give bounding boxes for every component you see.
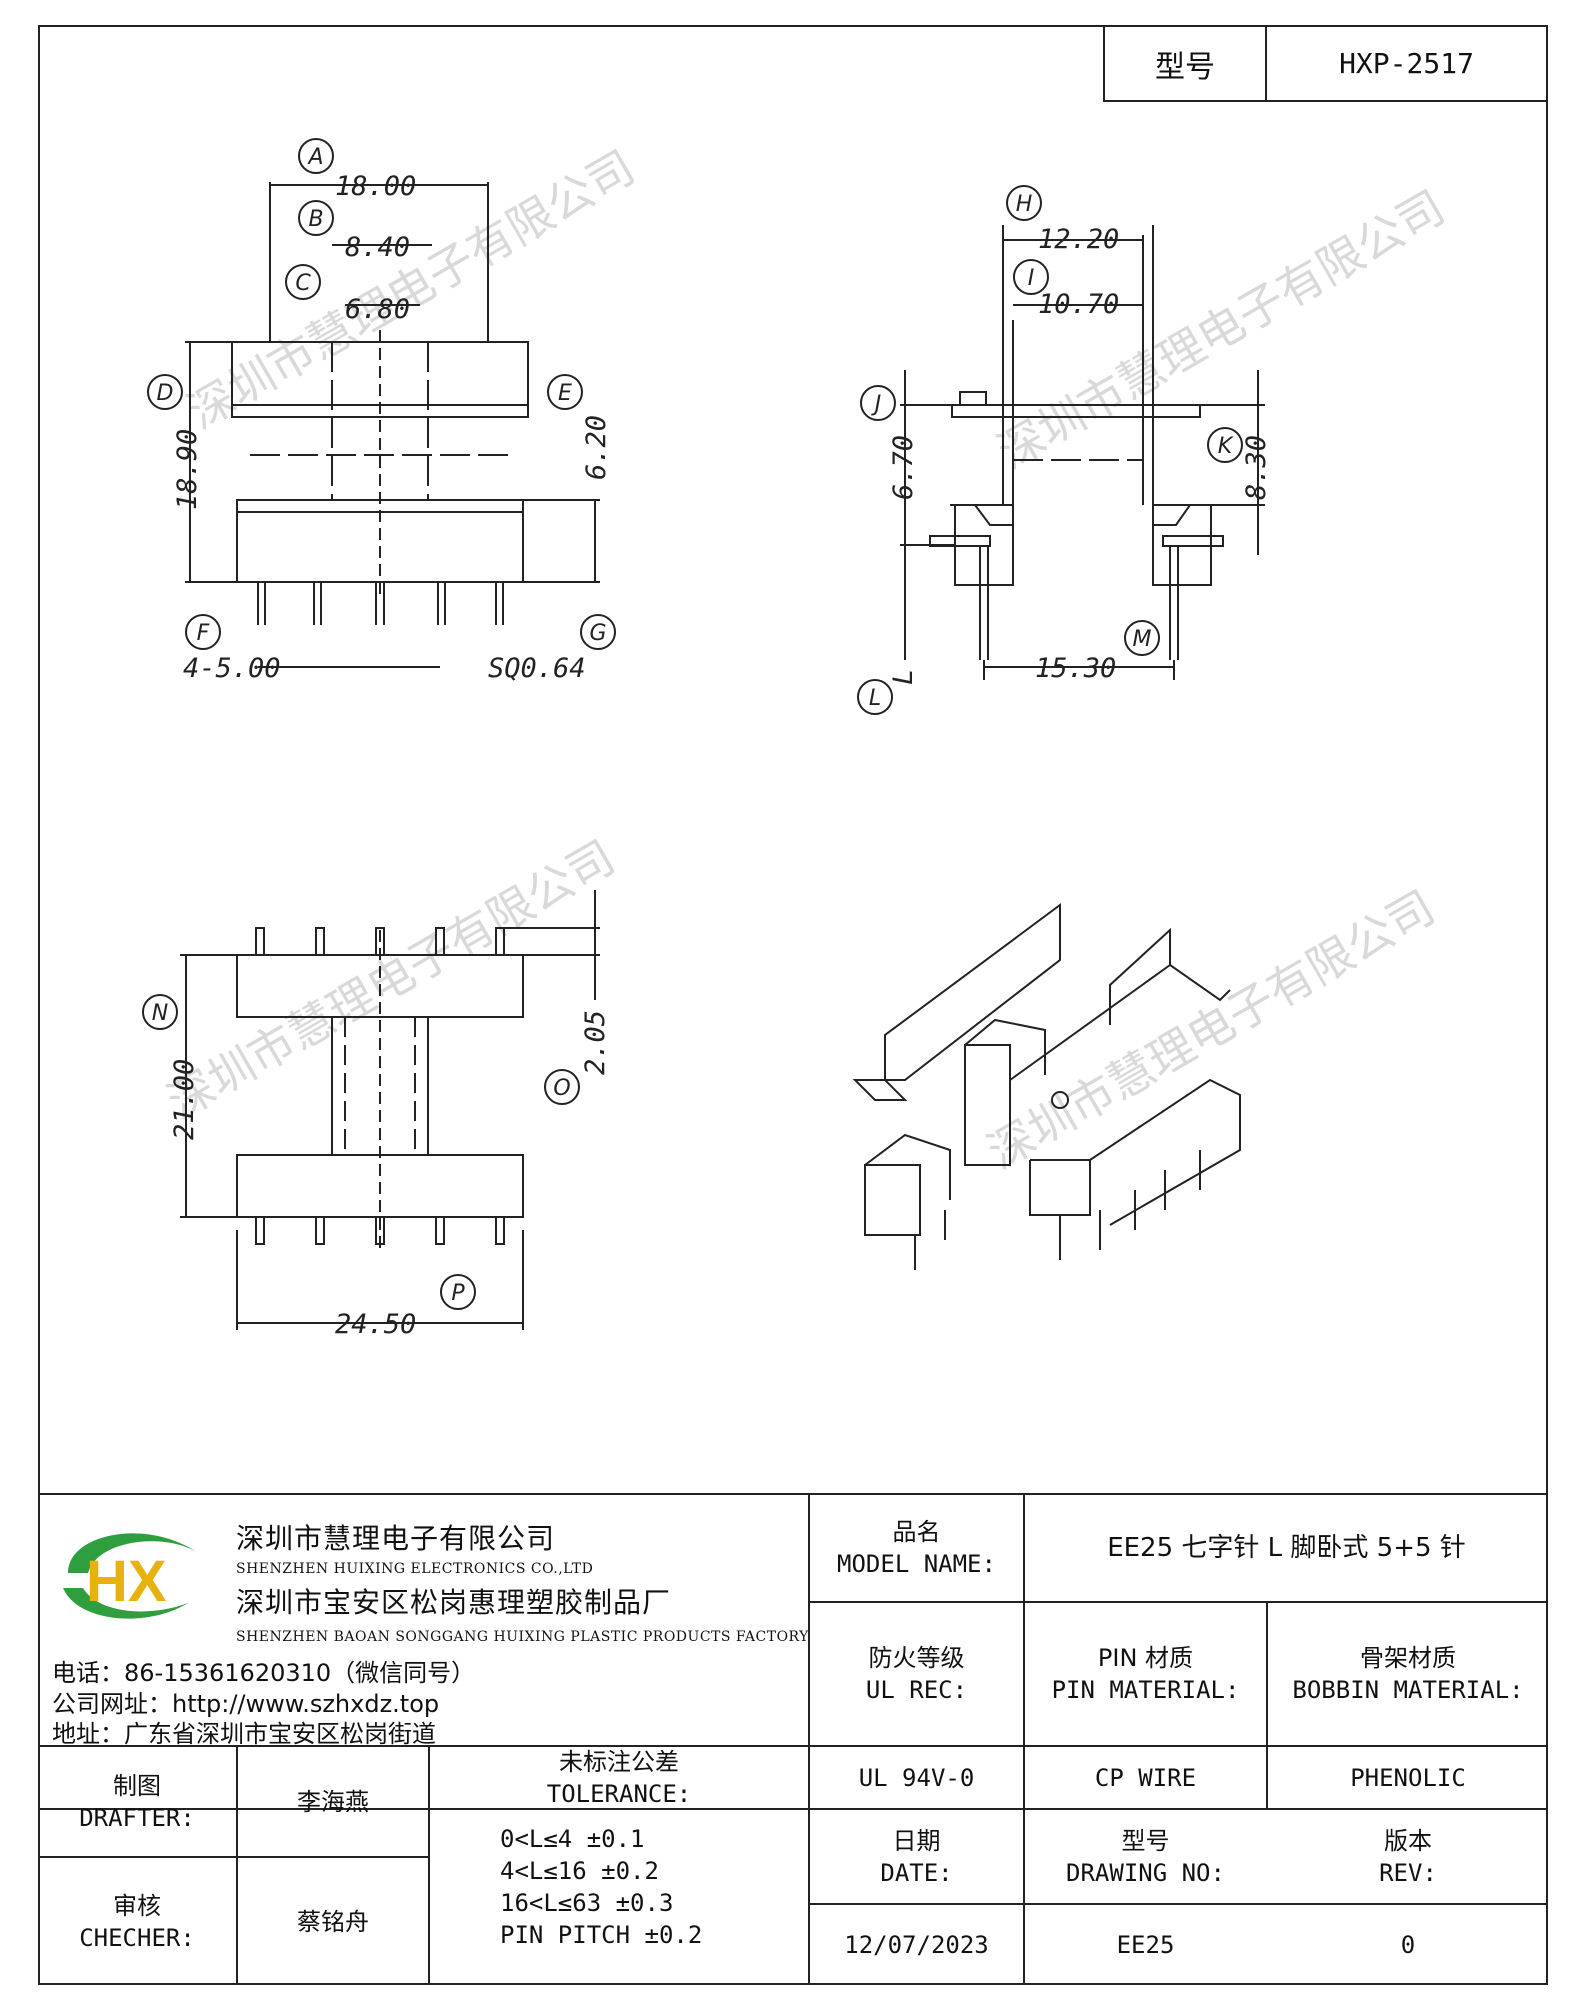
tb-vline-1: [808, 1493, 810, 1985]
company-website: 公司网址：http://www.szhxdz.top: [52, 1690, 440, 1718]
dim-l: L: [888, 669, 919, 685]
tolerance-line: 0<L≤4 ±0.1: [500, 1825, 645, 1853]
drawing-sheet-border: [38, 25, 1548, 1985]
tb-hline-5: [38, 1856, 428, 1858]
callout-letter-o: O: [553, 1076, 570, 1101]
tolerance-list: 0<L≤4 ±0.1 4<L≤16 ±0.2 16<L≤63 ±0.3 PIN …: [500, 1823, 702, 1951]
pin-material-value: CP WIRE: [1094, 1763, 1197, 1792]
dim-a: 18.00: [335, 171, 416, 202]
tolerance-line: 16<L≤63 ±0.3: [500, 1889, 674, 1917]
svg-text:HX: HX: [86, 1549, 167, 1614]
company-name-cn: 深圳市慧理电子有限公司: [236, 1522, 556, 1555]
watermark-4: 深圳市慧理电子有限公司: [979, 880, 1444, 1180]
tolerance-line: PIN PITCH ±0.2: [500, 1921, 703, 1949]
callout-letter-i: I: [1028, 266, 1035, 291]
callout-letter-k: K: [1218, 434, 1234, 459]
dim-n: 21.00: [169, 1059, 200, 1140]
dim-p: 24.50: [335, 1309, 416, 1340]
model-name-value: EE25 七字针 L 脚卧式 5+5 针: [1107, 1533, 1466, 1563]
callout-letter-a: A: [306, 145, 323, 170]
company-address: 地址：广东省深圳市宝安区松岗街道: [52, 1720, 436, 1748]
tb-vline-2: [1023, 1493, 1025, 1985]
company-logo: HX: [63, 1533, 198, 1619]
front-view: [185, 182, 600, 668]
company-phone: 电话：86-15361620310（微信同号）: [52, 1659, 476, 1687]
callout-letter-b: B: [308, 207, 323, 232]
drafter-name: 李海燕: [297, 1787, 369, 1816]
callout-circles: [142, 138, 1243, 1310]
tb-hline-2: [38, 1745, 1548, 1747]
callout-letter-d: D: [157, 381, 174, 406]
callout-letter-l: L: [869, 686, 881, 711]
top-view: [180, 890, 600, 1330]
model-value: HXP-2517: [1339, 47, 1474, 80]
checker-name: 蔡铭舟: [297, 1907, 369, 1936]
company-name-en: SHENZHEN HUIXING ELECTRONICS CO.,LTD: [236, 1561, 594, 1577]
dim-d: 18.90: [172, 429, 203, 510]
dim-k: 8.30: [1241, 435, 1272, 500]
side-view: [900, 225, 1265, 680]
callout-letter-c: C: [295, 271, 311, 296]
dim-i: 10.70: [1038, 289, 1119, 320]
callout-letter-p: P: [451, 1281, 465, 1306]
dim-j: 6.70: [888, 435, 919, 500]
factory-name-en: SHENZHEN BAOAN SONGGANG HUIXING PLASTIC …: [236, 1629, 809, 1645]
rev-value: 0: [1400, 1931, 1416, 1959]
dim-e: 6.20: [581, 415, 612, 480]
factory-name-cn: 深圳市宝安区松岗惠理塑胶制品厂: [236, 1586, 672, 1619]
title-block: HX 深圳市慧理电子有限公司 SHENZHEN HUIXING ELECTRON…: [38, 1493, 1548, 1985]
dim-c: 6.80: [345, 294, 410, 325]
isometric-view: [852, 903, 1241, 1270]
dim-o: 2.05: [580, 1010, 611, 1075]
tolerance-line: 4<L≤16 ±0.2: [500, 1857, 659, 1885]
dim-h: 12.20: [1038, 224, 1119, 255]
callout-letter-n: N: [152, 1001, 168, 1026]
callout-letter-j: J: [871, 392, 882, 417]
bobbin-material-value: PHENOLIC: [1350, 1763, 1466, 1792]
model-label: 型号: [1105, 27, 1267, 100]
callout-letter-f: F: [197, 621, 210, 646]
tb-hline-3: [38, 1808, 1548, 1810]
tb-hline-4: [808, 1903, 1548, 1905]
technical-drawing: 深圳市慧理电子有限公司 深圳市慧理电子有限公司 深圳市慧理电子有限公司 深圳市慧…: [142, 138, 1454, 1340]
callout-letter-h: H: [1016, 192, 1033, 217]
tb-vline-5: [428, 1745, 430, 1985]
dimension-labels: 18.00 8.40 6.80 18.90 6.20 4-5.00 SQ0.64…: [169, 171, 1272, 1340]
ul-rec-value: UL 94V-0: [858, 1763, 975, 1792]
callout-letter-m: M: [1133, 627, 1152, 652]
callout-letter-e: E: [558, 381, 572, 406]
date-value: 12/07/2023: [844, 1931, 989, 1959]
tb-hline-1: [808, 1601, 1548, 1603]
dim-m: 15.30: [1035, 653, 1116, 684]
dim-g: SQ0.64: [488, 653, 586, 684]
drawing-no-value: EE25: [1116, 1931, 1175, 1959]
dim-f: 4-5.00: [183, 653, 281, 684]
callout-letter-g: G: [589, 621, 606, 646]
model-number-box: 型号 HXP-2517: [1103, 25, 1548, 102]
tb-vline-4: [236, 1745, 238, 1985]
tb-top-line: [38, 1493, 1548, 1495]
dim-b: 8.40: [345, 232, 410, 263]
tb-vline-3: [1266, 1601, 1268, 1808]
